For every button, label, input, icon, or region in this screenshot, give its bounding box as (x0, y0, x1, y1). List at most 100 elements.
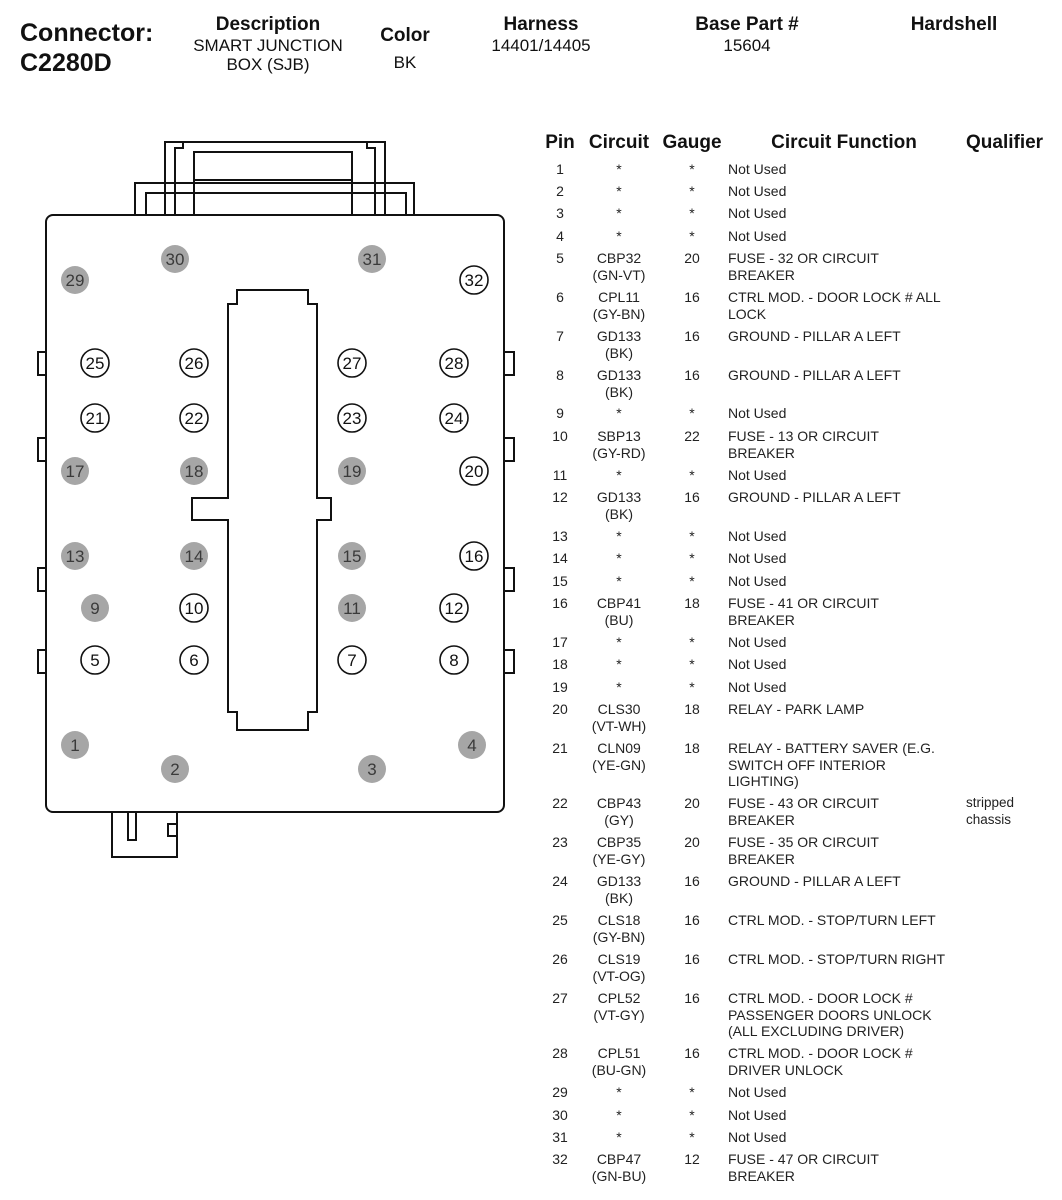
circuit-cell: CLS19 (VT-OG) (592, 951, 646, 984)
gauge-cell: 16 (684, 489, 700, 505)
circuit-cell: CLN09 (YE-GN) (592, 740, 646, 773)
gauge-cell: * (689, 467, 695, 483)
pin-number: 16 (465, 547, 484, 566)
pin-cell: 32 (552, 1151, 568, 1167)
pin-cavity-14: 14 (180, 542, 208, 570)
circuit-cell: * (616, 161, 622, 177)
gauge-cell: 16 (684, 912, 700, 928)
circuit-cell: GD133 (BK) (596, 328, 642, 361)
pin-circle (338, 542, 366, 570)
col-header-circuit: Circuit (588, 132, 650, 153)
pin-cell: 15 (552, 573, 568, 589)
pin-number: 17 (66, 462, 85, 481)
circuit-cell: GD133 (BK) (596, 873, 642, 906)
circuit-cell: * (616, 1107, 622, 1123)
gauge-cell: * (689, 161, 695, 177)
pin-cavity-30: 30 (161, 245, 189, 273)
pin-number: 23 (343, 409, 362, 428)
function-cell: GROUND - PILLAR A LEFT (728, 873, 901, 889)
pin-cell: 4 (556, 228, 564, 244)
pin-cavity-18: 18 (180, 457, 208, 485)
circuit-cell: * (616, 656, 622, 672)
pin-number: 25 (86, 354, 105, 373)
pin-cavity-27: 27 (337, 348, 367, 378)
function-cell: FUSE - 47 OR CIRCUIT BREAKER (728, 1151, 879, 1184)
circuit-cell: CLS30 (VT-WH) (591, 701, 647, 734)
pin-cavity-3: 3 (358, 755, 386, 783)
pin-number: 30 (166, 250, 185, 269)
circuit-cell: CBP47 (GN-BU) (591, 1151, 647, 1184)
gauge-cell: 22 (684, 428, 700, 444)
gauge-cell: * (689, 1107, 695, 1123)
circuit-cell: * (616, 550, 622, 566)
pin-number: 28 (445, 354, 464, 373)
gauge-cell: * (689, 679, 695, 695)
pin-number: 2 (170, 760, 179, 779)
pin-cell: 19 (552, 679, 568, 695)
pin-number: 1 (70, 736, 79, 755)
pin-cavity-29: 29 (61, 266, 89, 294)
pin-cavity-15: 15 (338, 542, 366, 570)
function-cell: Not Used (728, 183, 787, 199)
function-cell: Not Used (728, 656, 787, 672)
base-part-label: Base Part # (695, 14, 799, 35)
connector-title: Connector: C2280D (20, 18, 153, 78)
pin-cavity-21: 21 (80, 403, 110, 433)
circuit-cell: * (616, 405, 622, 421)
function-cell: CTRL MOD. - STOP/TURN LEFT (728, 912, 936, 928)
pin-circle (439, 403, 469, 433)
pin-circle (161, 755, 189, 783)
description-label: Description (215, 14, 321, 35)
gauge-cell: 16 (684, 990, 700, 1006)
pin-cavity-2: 2 (161, 755, 189, 783)
pin-number: 24 (445, 409, 464, 428)
function-cell: Not Used (728, 1129, 787, 1145)
function-cell: GROUND - PILLAR A LEFT (728, 328, 901, 344)
pin-number: 6 (189, 651, 198, 670)
function-cell: FUSE - 32 OR CIRCUIT BREAKER (728, 250, 879, 283)
qualifier-cell: stripped chassis (966, 795, 1015, 827)
pin-cell: 26 (552, 951, 568, 967)
function-cell: Not Used (728, 205, 787, 221)
function-cell: GROUND - PILLAR A LEFT (728, 489, 901, 505)
gauge-cell: 16 (684, 289, 700, 305)
pin-cavity-4: 4 (458, 731, 486, 759)
pin-cell: 30 (552, 1107, 568, 1123)
pin-cell: 6 (556, 289, 564, 305)
circuit-cell: CBP35 (YE-GY) (592, 834, 646, 867)
pin-cavity-31: 31 (358, 245, 386, 273)
pin-cavity-26: 26 (179, 348, 209, 378)
description-block: Description SMART JUNCTION BOX (SJB) (175, 14, 361, 74)
pin-cavity-17: 17 (61, 457, 89, 485)
pin-number: 27 (343, 354, 362, 373)
color-label: Color (380, 25, 430, 46)
function-cell: CTRL MOD. - DOOR LOCK # DRIVER UNLOCK (728, 1045, 913, 1078)
pin-cell: 11 (552, 467, 568, 483)
gauge-cell: 20 (684, 834, 700, 850)
pin-cavity-24: 24 (439, 403, 469, 433)
circuit-cell: SBP13 (GY-RD) (592, 428, 646, 461)
circuit-cell: GD133 (BK) (596, 489, 642, 522)
pin-cavity-19: 19 (338, 457, 366, 485)
pin-cell: 10 (552, 428, 568, 444)
gauge-cell: * (689, 183, 695, 199)
pin-number: 8 (449, 651, 458, 670)
pin-cavity-23: 23 (337, 403, 367, 433)
hardshell-block: Hardshell (896, 14, 1012, 36)
pin-cavity-9: 9 (81, 594, 109, 622)
pin-circle (179, 403, 209, 433)
function-cell: Not Used (728, 634, 787, 650)
pin-cell: 29 (552, 1084, 568, 1100)
pin-cell: 5 (556, 250, 564, 266)
pin-circle (179, 645, 209, 675)
circuit-cell: * (616, 1129, 622, 1145)
gauge-cell: 16 (684, 1045, 700, 1061)
pin-circle (338, 457, 366, 485)
gauge-cell: 16 (684, 328, 700, 344)
circuit-cell: CBP41 (BU) (596, 595, 642, 628)
color-value: BK (393, 53, 417, 72)
pin-cell: 23 (552, 834, 568, 850)
gauge-cell: 20 (684, 250, 700, 266)
gauge-cell: * (689, 405, 695, 421)
